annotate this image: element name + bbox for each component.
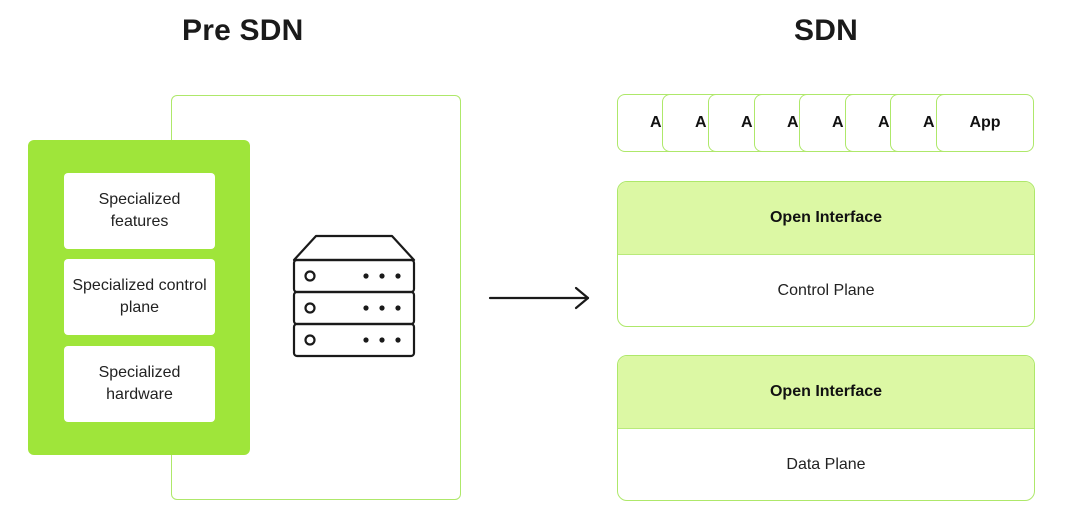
feature-card-control-plane: Specialized control plane bbox=[64, 259, 215, 335]
pre-sdn-title: Pre SDN bbox=[182, 14, 304, 47]
feature-card-features: Specialized features bbox=[64, 173, 215, 249]
app-tile-front: App bbox=[936, 94, 1034, 152]
app-tile-label: A bbox=[878, 114, 890, 131]
app-tile-label: A bbox=[650, 114, 662, 131]
open-interface-header: Open Interface bbox=[618, 182, 1034, 255]
app-tile-label: A bbox=[787, 114, 799, 131]
server-rack-icon bbox=[288, 232, 420, 367]
data-plane-label: Data Plane bbox=[786, 456, 866, 473]
app-tile-label: App bbox=[969, 114, 1001, 131]
control-plane-layer: Open Interface Control Plane bbox=[617, 181, 1035, 327]
open-interface-header: Open Interface bbox=[618, 356, 1034, 429]
app-tile-label: A bbox=[741, 114, 753, 131]
sdn-title: SDN bbox=[794, 14, 858, 47]
feature-card-hardware: Specialized hardware bbox=[64, 346, 215, 422]
app-tile-label: A bbox=[923, 114, 935, 131]
app-tile-label: A bbox=[832, 114, 844, 131]
control-plane-label: Control Plane bbox=[777, 282, 875, 299]
data-plane-layer: Open Interface Data Plane bbox=[617, 355, 1035, 501]
arrow-right-icon bbox=[488, 286, 594, 315]
app-tile-label: A bbox=[695, 114, 707, 131]
